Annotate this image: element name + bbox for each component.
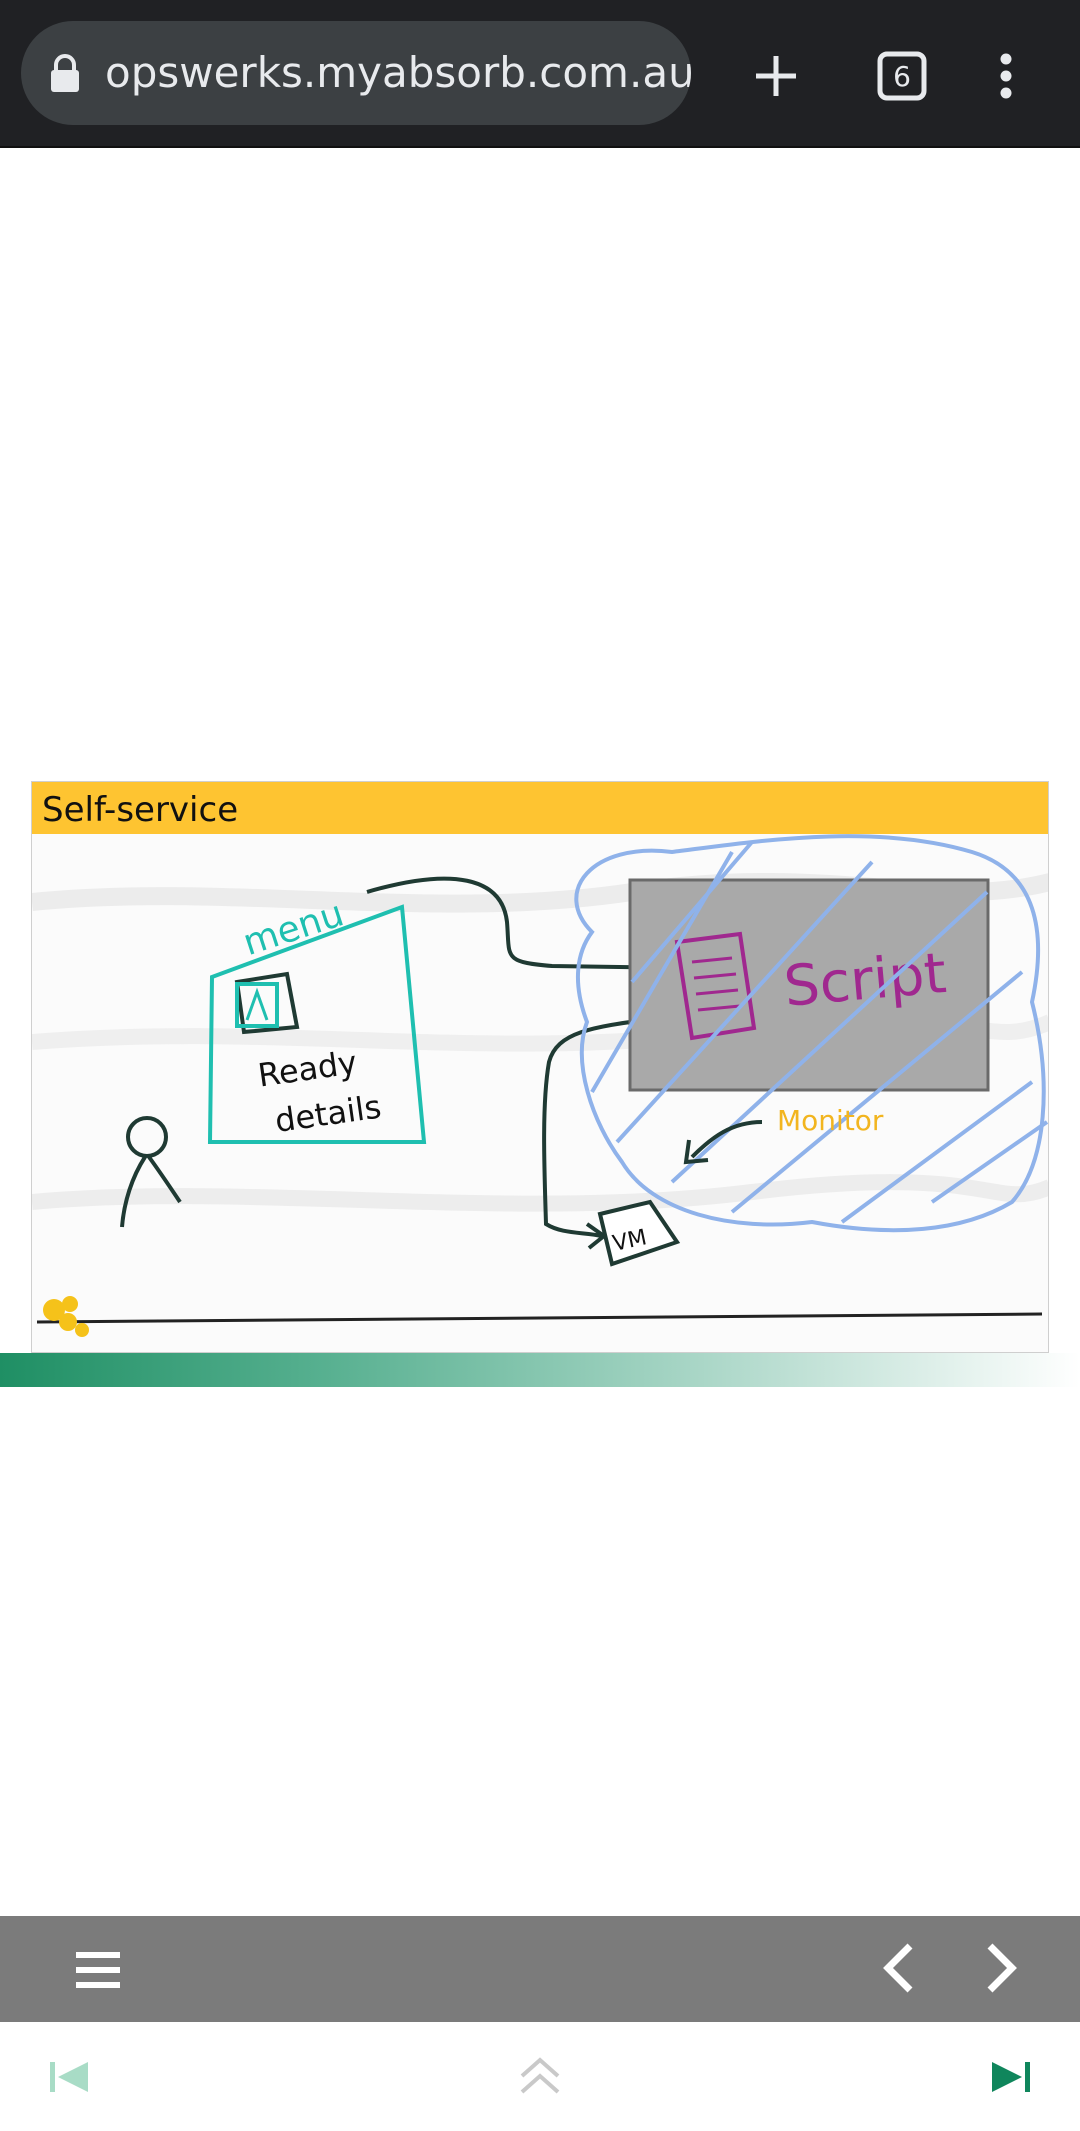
vm-sketch: VM — [597, 1199, 681, 1267]
tab-switcher-button[interactable]: 6 — [862, 36, 942, 116]
more-vertical-icon — [1000, 53, 1012, 99]
hamburger-icon[interactable] — [72, 1944, 124, 1996]
browser-toolbar: opswerks.myabsorb.com.au 6 — [0, 0, 1080, 148]
plus-icon — [756, 56, 796, 96]
url-text: opswerks.myabsorb.com.au — [105, 48, 691, 97]
tab-count: 6 — [893, 60, 911, 93]
menu-sketch: menu Ready details — [207, 893, 427, 1144]
browser-menu-button[interactable] — [966, 36, 1046, 116]
user-figure — [120, 1116, 182, 1228]
logo-icon — [43, 1296, 89, 1337]
skip-last-icon[interactable] — [986, 2052, 1036, 2102]
monitoring-scribble — [574, 834, 1048, 1233]
player-control-bar — [0, 1916, 1080, 2022]
new-tab-button[interactable] — [736, 36, 816, 116]
address-bar[interactable]: opswerks.myabsorb.com.au — [21, 21, 691, 125]
chevron-left-icon[interactable] — [870, 1938, 930, 1998]
bottom-navigation — [0, 2022, 1080, 2131]
progress-gradient-bar — [0, 1353, 1080, 1387]
monitor-sketch-label: Monitor — [777, 1104, 884, 1137]
tab-count-icon: 6 — [877, 51, 927, 101]
lock-icon — [51, 54, 79, 92]
whiteboard-sketch: menu Ready details VM Script — [32, 834, 1048, 1337]
slide-title: Self-service — [42, 790, 239, 830]
chevron-right-icon[interactable] — [970, 1938, 1030, 1998]
skip-first-icon[interactable] — [44, 2052, 94, 2102]
double-chevron-up-icon[interactable] — [514, 2050, 566, 2102]
ready-sketch-label: Ready — [256, 1043, 360, 1094]
course-slide: menu Ready details VM Script — [31, 781, 1049, 1353]
slide-title-bar: Self-service — [32, 782, 1048, 834]
details-sketch-label: details — [273, 1088, 384, 1140]
